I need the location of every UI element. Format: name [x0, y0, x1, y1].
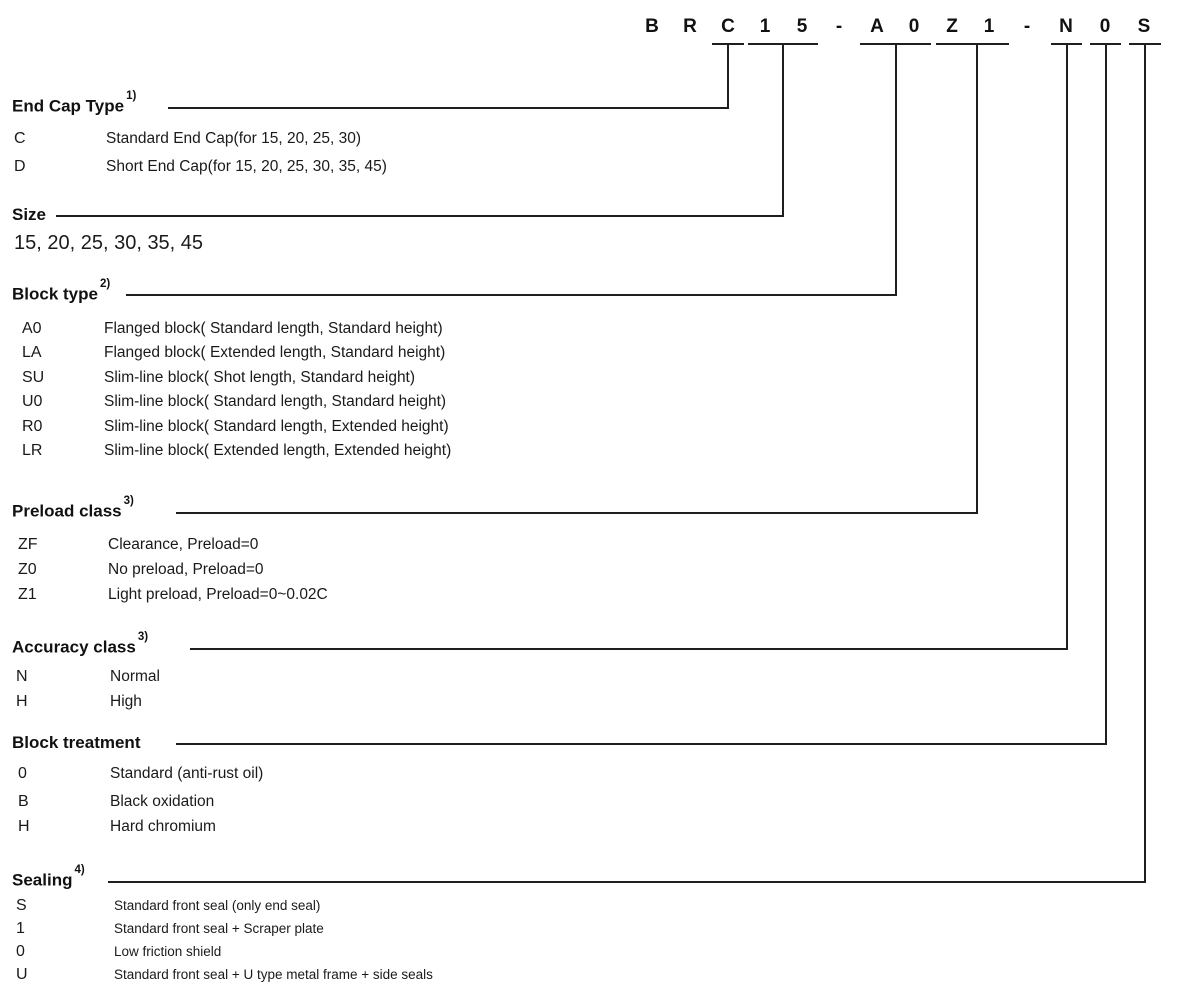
connector-size-horizontal — [56, 215, 784, 217]
entry-code: LR — [22, 442, 43, 459]
footnote-marker: 1) — [126, 90, 137, 102]
entry-code: U — [16, 966, 28, 983]
entry-desc: Standard front seal + U type metal frame… — [114, 967, 433, 982]
entry-desc: High — [110, 693, 142, 710]
section-title-end-cap-type: End Cap Type1) — [12, 90, 136, 117]
connector-treatment-horizontal — [176, 743, 1107, 745]
code-char-dash: - — [1023, 16, 1031, 37]
code-char: 1 — [759, 16, 771, 37]
code-char: N — [1059, 16, 1073, 37]
footnote-marker: 2) — [99, 278, 111, 290]
entry-code: B — [18, 793, 29, 810]
section-title-block-treatment: Block treatment — [12, 733, 140, 753]
section-title-text: End Cap Type — [12, 96, 125, 116]
entry-desc: Normal — [110, 668, 160, 685]
code-char: A — [870, 16, 884, 37]
connector-sealing-vertical — [1144, 43, 1146, 883]
code-char-dash: - — [835, 16, 843, 37]
section-title-text: Sealing — [12, 870, 73, 890]
connector-blocktype-vertical — [895, 43, 897, 296]
entry-code: 0 — [16, 943, 25, 960]
connector-treatment-vertical — [1105, 43, 1107, 745]
entry-code: N — [16, 668, 28, 685]
section-title-text: Accuracy class — [12, 637, 136, 657]
section-title-sealing: Sealing4) — [12, 864, 85, 891]
entry-desc: No preload, Preload=0 — [108, 561, 264, 578]
size-values: 15, 20, 25, 30, 35, 45 — [14, 232, 204, 254]
entry-desc: Slim-line block( Shot length, Standard h… — [104, 369, 416, 386]
code-char: 0 — [1099, 16, 1111, 37]
code-char: S — [1137, 16, 1151, 37]
entry-desc: Flanged block( Standard length, Standard… — [104, 320, 443, 337]
section-title-text: Block type — [12, 284, 98, 304]
entry-code: 0 — [18, 765, 27, 782]
entry-code: Z1 — [18, 586, 37, 603]
entry-code: LA — [22, 344, 42, 361]
connector-sealing-horizontal — [108, 881, 1146, 883]
section-title-accuracy-class: Accuracy class3) — [12, 631, 148, 658]
entry-desc: Slim-line block( Extended length, Extend… — [104, 442, 452, 459]
entry-code: 1 — [16, 920, 25, 937]
entry-code: U0 — [22, 393, 43, 410]
section-title-text: Size — [12, 205, 47, 224]
section-title-preload-class: Preload class3) — [12, 495, 134, 522]
connector-preload-horizontal — [176, 512, 978, 514]
entry-code: Z0 — [18, 561, 37, 578]
section-title-text: Preload class — [12, 501, 122, 521]
connector-accuracy-horizontal — [190, 648, 1068, 650]
entry-desc: Black oxidation — [110, 793, 215, 810]
entry-desc: Short End Cap(for 15, 20, 25, 30, 35, 45… — [106, 158, 387, 175]
connector-preload-vertical — [976, 43, 978, 514]
code-char: 1 — [983, 16, 995, 37]
entry-code: C — [14, 130, 26, 147]
code-char: 0 — [908, 16, 920, 37]
entry-desc: Standard front seal (only end seal) — [114, 898, 321, 913]
connector-blocktype-horizontal — [126, 294, 897, 296]
entry-desc: Clearance, Preload=0 — [108, 536, 259, 553]
entry-code: SU — [22, 369, 45, 386]
connector-size-vertical — [782, 43, 784, 217]
section-title-size: Size — [12, 205, 46, 225]
code-char: C — [721, 16, 735, 37]
entry-desc: Standard (anti-rust oil) — [110, 765, 264, 782]
footnote-marker: 4) — [74, 864, 85, 876]
code-char: Z — [946, 16, 958, 37]
entry-code: H — [16, 693, 28, 710]
entry-code: D — [14, 158, 26, 175]
footnote-marker: 3) — [137, 631, 149, 643]
connector-endcap-horizontal — [168, 107, 729, 109]
connector-accuracy-vertical — [1066, 43, 1068, 650]
entry-desc: Low friction shield — [114, 944, 222, 959]
footnote-marker: 3) — [123, 495, 134, 507]
underline-preload — [936, 43, 1009, 45]
entry-desc: Standard front seal + Scraper plate — [114, 921, 324, 936]
entry-desc: Light preload, Preload=0~0.02C — [108, 586, 328, 603]
entry-desc: Standard End Cap(for 15, 20, 25, 30) — [106, 130, 362, 147]
code-char: B — [645, 16, 659, 37]
section-title-text: Block treatment — [12, 733, 141, 752]
entry-desc: Slim-line block( Standard length, Extend… — [104, 418, 449, 435]
entry-code: R0 — [22, 418, 43, 435]
entry-code: ZF — [18, 536, 38, 553]
code-char: 5 — [796, 16, 808, 37]
connector-endcap-vertical — [727, 43, 729, 109]
entry-code: A0 — [22, 320, 42, 337]
entry-desc: Flanged block( Extended length, Standard… — [104, 344, 446, 361]
section-title-block-type: Block type2) — [12, 278, 110, 305]
code-char: R — [683, 16, 697, 37]
entry-code: H — [18, 818, 30, 835]
entry-code: S — [16, 897, 27, 914]
entry-desc: Slim-line block( Standard length, Standa… — [104, 393, 447, 410]
entry-desc: Hard chromium — [110, 818, 216, 835]
